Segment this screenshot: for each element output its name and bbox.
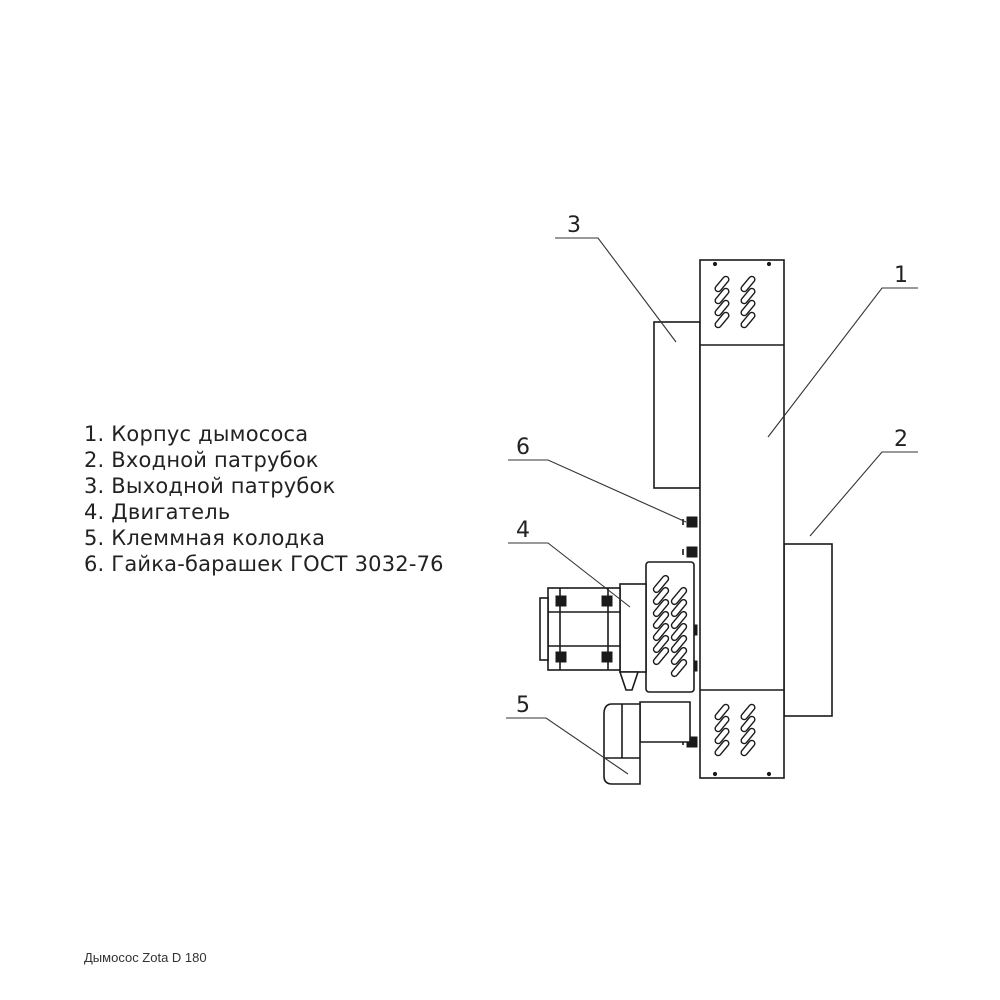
legend-item-housing: 1. Корпус дымососа [84,422,309,446]
legend-item-motor: 4. Двигатель [84,500,231,524]
parts-legend: 1. Корпус дымососа 2. Входной патрубок 3… [84,421,444,577]
callout-5: 5 [516,693,530,718]
callout-4: 4 [516,518,530,543]
motor [539,561,695,693]
leader-lines [506,237,918,775]
callout-3: 3 [567,213,581,238]
inlet-pipe [783,543,833,717]
callout-6: 6 [516,435,530,460]
callout-1: 1 [894,263,908,288]
legend-item-inlet-pipe: 2. Входной патрубок [84,448,319,472]
legend-item-wing-nut: 6. Гайка-барашек ГОСТ 3032-76 [84,552,444,576]
wing-nut [682,546,698,558]
legend-item-terminal-block: 5. Клеммная колодка [84,526,326,550]
wing-nut [682,516,698,528]
housing [699,259,785,779]
top-vent-grille [714,275,756,329]
outlet-pipe [653,321,701,489]
terminal-block [603,701,691,785]
figure-caption: Дымосос Zota D 180 [84,950,207,965]
bottom-vent-grille [714,703,756,757]
legend-item-outlet-pipe: 3. Выходной патрубок [84,474,336,498]
callout-2: 2 [894,427,908,452]
